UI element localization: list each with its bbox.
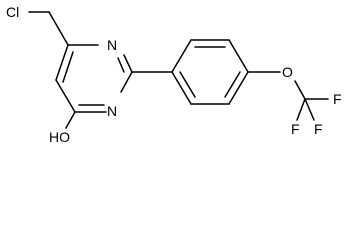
bond-ph-double-2 (224, 71, 241, 98)
bond-c-f-left (296, 98, 306, 121)
hydroxyl-label: HO (49, 129, 70, 145)
chemical-structure: Cl N N HO O F F F (6, 4, 342, 145)
bond-ch2-c6 (48, 11, 69, 46)
bond-c-f-right (304, 98, 315, 121)
bond-c4-oh (65, 111, 76, 129)
fluorine-bottom-right-label: F (314, 121, 323, 137)
chlorine-label: Cl (6, 4, 19, 20)
bond-n1-c2-double (117, 57, 125, 73)
bond-o-cf3 (294, 80, 306, 100)
ring-nitrogen-bottom-label: N (107, 103, 117, 119)
bond-c4-c5 (55, 79, 76, 113)
bond-c5-c6-double (62, 51, 74, 83)
bond-ph-4 (228, 71, 249, 105)
bond-ph-3 (228, 39, 249, 73)
bond-ph-6 (171, 71, 192, 105)
fluorine-top-label: F (333, 91, 342, 107)
bonds (28, 11, 329, 129)
atom-labels: Cl N N HO O F F F (6, 4, 342, 145)
bond-ph-double-3 (179, 71, 196, 98)
ether-oxygen-label: O (282, 64, 293, 80)
ring-nitrogen-top-label: N (107, 37, 117, 53)
bond-n1-c2 (123, 54, 133, 73)
bond-c2-n3 (120, 71, 133, 93)
fluorine-bottom-left-label: F (291, 121, 300, 137)
bond-ph-1 (171, 39, 192, 73)
bond-c5-c6 (55, 44, 69, 81)
